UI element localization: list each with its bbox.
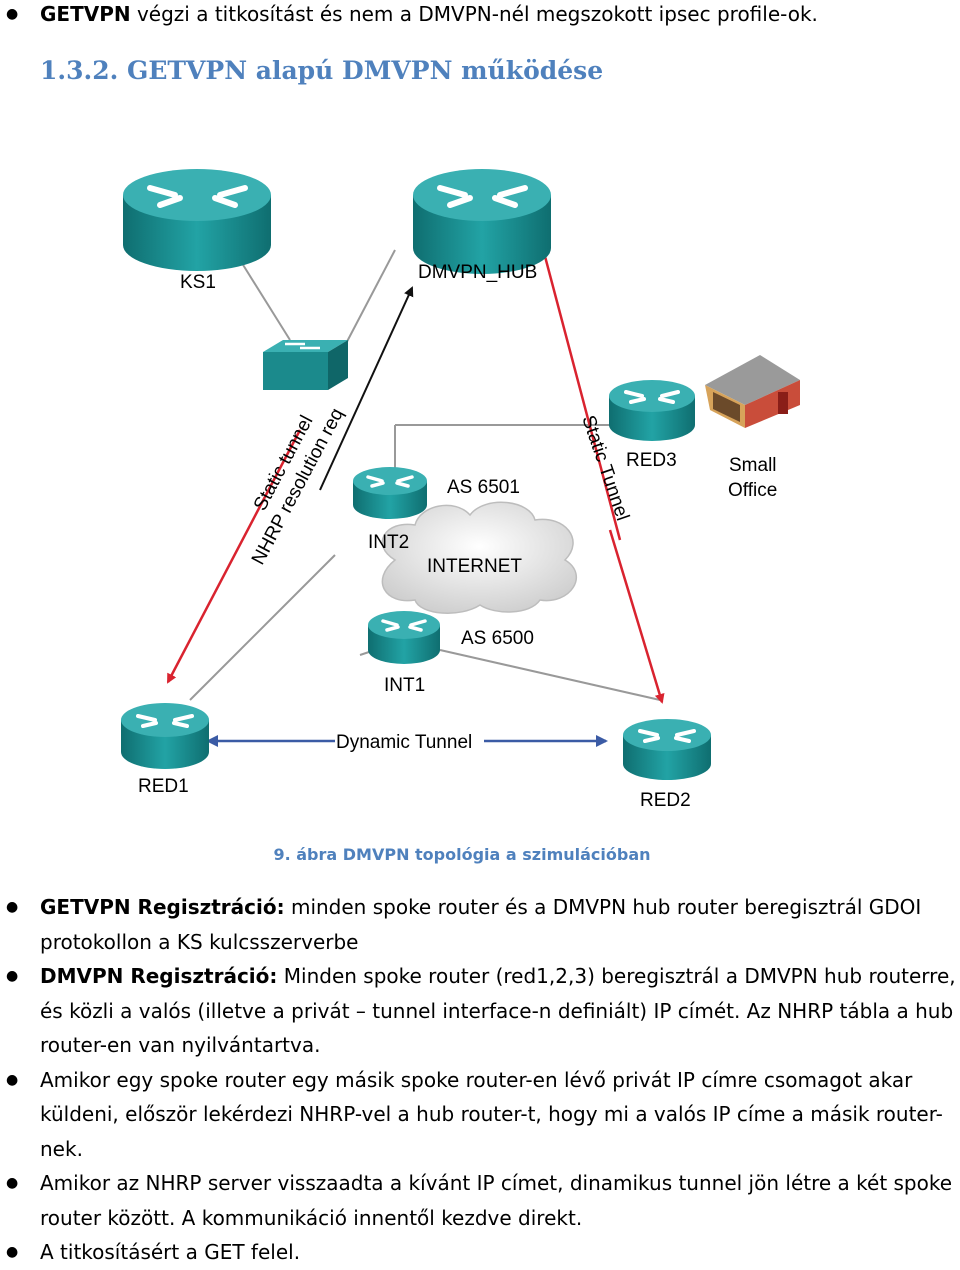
internet-cloud [381,501,578,614]
bullet-dot: ● [6,1244,19,1260]
switch-icon [263,340,348,390]
router-hub-icon [413,169,551,274]
static-tunnel-right-arrow-down [608,529,665,704]
router-red3-icon [609,380,695,441]
bullet-dot: ● [6,1071,19,1088]
label-dynamic-tunnel: Dynamic Tunnel [336,732,472,753]
label-hub: DMVPN_HUB [418,262,537,283]
label-ks1: KS1 [180,272,216,293]
label-int2: INT2 [368,532,409,553]
label-int1: INT1 [384,675,425,696]
bullet-dot: ● [6,1175,19,1191]
list-item: ●A titkosításért a GET felel. [0,1235,960,1270]
static-tunnel-right-arrow-up [539,243,622,541]
label-red2: RED2 [640,790,691,811]
list-item: ●Amikor egy spoke router egy másik spoke… [0,1063,960,1167]
router-red2-icon [623,719,711,780]
bullet-dot: ● [6,968,19,984]
label-small: Small [729,455,777,476]
label-red3: RED3 [626,450,677,471]
list-item: ●GETVPN Regisztráció: minden spoke route… [0,890,960,959]
figure-caption: 9. ábra DMVPN topológia a szimulációban [273,845,651,864]
router-int1-icon [368,611,440,664]
router-ks1-icon [123,169,271,271]
label-office: Office [728,480,777,501]
static-tunnel-left-arrow [166,429,302,684]
small-office-house-icon [705,355,800,428]
label-red1: RED1 [138,776,189,797]
list-item: ●DMVPN Regisztráció: Minden spoke router… [0,959,960,1063]
section-heading: 1.3.2. GETVPN alapú DMVPN működése [40,56,604,85]
intro-text: GETVPN végzi a titkosítást és nem a DMVP… [40,2,818,26]
router-red1-icon [121,703,209,769]
label-as6500: AS 6500 [461,628,534,649]
label-as6501: AS 6501 [447,477,520,498]
label-internet: INTERNET [427,556,522,577]
bullet-list: ●GETVPN Regisztráció: minden spoke route… [0,890,960,1270]
bullet-dot: ● [6,899,19,915]
nhrp-arrow [319,286,414,491]
bullet-dot: ● [6,6,19,22]
list-item: ●Amikor az NHRP server visszaadta a kívá… [0,1166,960,1235]
dmvpn-topology-diagram: KS1 DMVPN_HUB INT2 INT1 RED1 RED2 RED3 A… [121,169,800,811]
router-int2-icon [353,467,427,519]
